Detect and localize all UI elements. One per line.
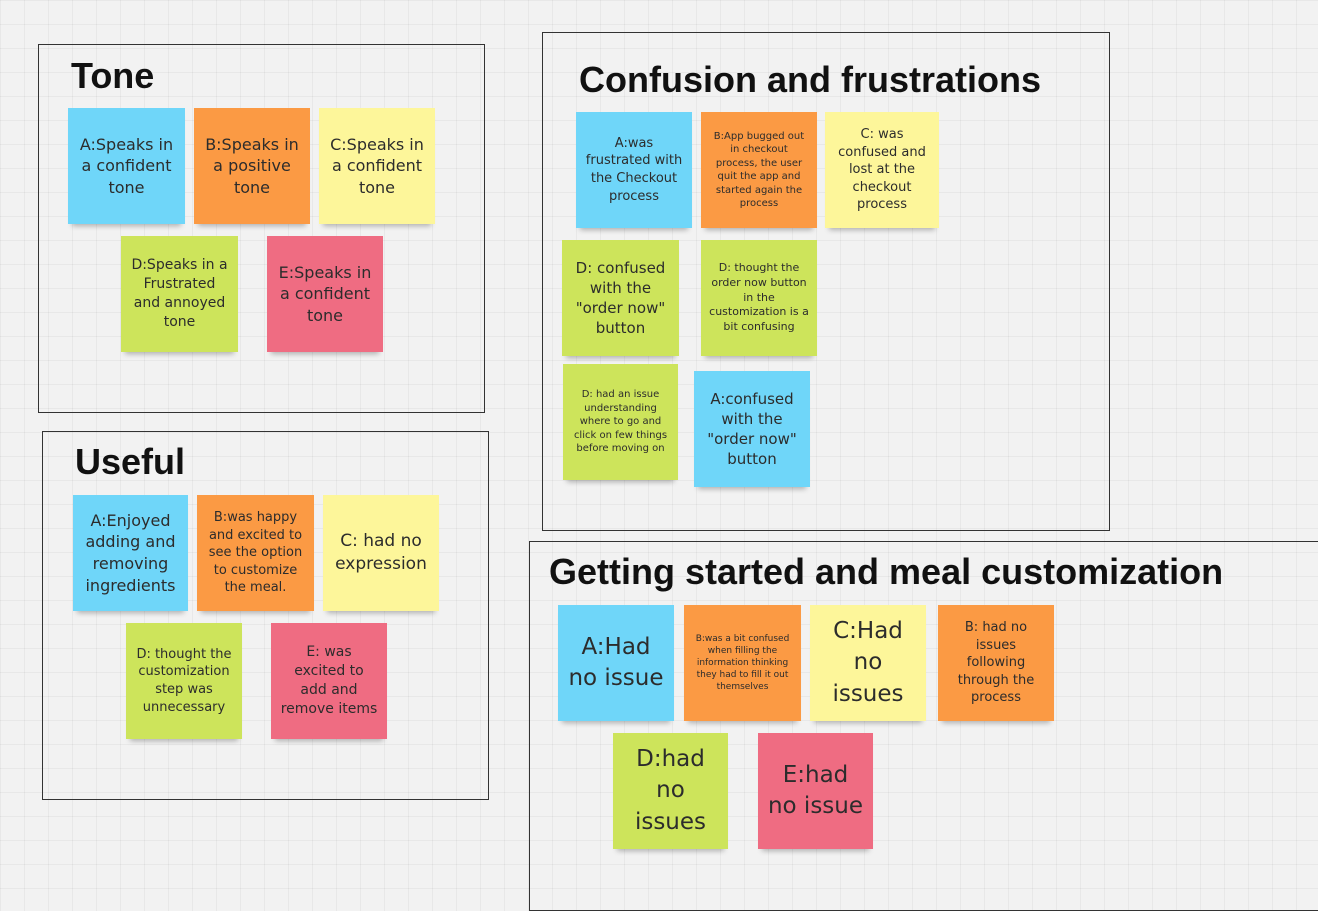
sticky-note[interactable]: A:Had no issue (558, 605, 674, 721)
sticky-note-text: D: confused with the "order now" button (575, 258, 666, 338)
sticky-note[interactable]: B:Speaks in a positive tone (194, 108, 310, 224)
frame-title-useful: Useful (75, 441, 186, 482)
sticky-note[interactable]: D: thought the customization step was un… (126, 623, 242, 739)
frame-getting-started-and-meal-customization[interactable] (529, 541, 1318, 911)
sticky-note-text: A:Speaks in a confident tone (79, 134, 174, 197)
sticky-note-text: B:was happy and excited to see the optio… (208, 510, 303, 596)
sticky-note[interactable]: A:was frustrated with the Checkout proce… (576, 112, 692, 228)
sticky-note-text: C: had no expression (335, 531, 427, 574)
frame-confusion-and-frustrations[interactable] (542, 32, 1110, 531)
sticky-note[interactable]: E: was excited to add and remove items (271, 623, 387, 739)
sticky-note-text: E:had no issue (767, 761, 864, 819)
sticky-note[interactable]: D: confused with the "order now" button (562, 240, 679, 356)
sticky-note-text: A:was frustrated with the Checkout proce… (585, 135, 683, 204)
sticky-note-text: D: thought the customization step was un… (136, 646, 232, 715)
sticky-note-text: B:was a bit confused when filling the in… (695, 633, 790, 693)
sticky-note-text: E: was excited to add and remove items (280, 644, 378, 717)
sticky-note[interactable]: D: thought the order now button in the c… (701, 240, 817, 356)
sticky-note[interactable]: C: was confused and lost at the checkout… (825, 112, 939, 228)
sticky-note[interactable]: C:Speaks in a confident tone (319, 108, 435, 224)
sticky-note-text: E:Speaks in a confident tone (278, 262, 372, 325)
sticky-note[interactable]: D:Speaks in a Frustrated and annoyed ton… (121, 236, 238, 352)
sticky-note[interactable]: E:Speaks in a confident tone (267, 236, 383, 352)
sticky-note-text: C:Speaks in a confident tone (330, 134, 424, 197)
sticky-note[interactable]: B:was a bit confused when filling the in… (684, 605, 801, 721)
sticky-note-text: C:Had no issues (832, 618, 904, 707)
sticky-note[interactable]: A:Enjoyed adding and removing ingredient… (73, 495, 188, 611)
sticky-note-text: D:had no issues (634, 746, 707, 835)
frame-tone[interactable] (38, 44, 485, 413)
sticky-note[interactable]: B:was happy and excited to see the optio… (197, 495, 314, 611)
sticky-note-text: B:App bugged out in checkout process, th… (713, 130, 805, 210)
sticky-note[interactable]: D:had no issues (613, 733, 728, 849)
sticky-note-text: C: was confused and lost at the checkout… (838, 127, 926, 213)
sticky-note-text: D: thought the order now button in the c… (709, 260, 809, 334)
frame-title-getting-started: Getting started and meal customization (549, 551, 1224, 592)
sticky-note-text: A:confused with the "order now" button (707, 389, 797, 469)
sticky-note-text: D: had an issue understanding where to g… (573, 389, 668, 455)
frame-title-tone: Tone (71, 55, 155, 96)
sticky-note-text: A:Had no issue (568, 633, 664, 691)
sticky-note[interactable]: A:confused with the "order now" button (694, 371, 810, 487)
sticky-note[interactable]: C:Had no issues (810, 605, 926, 721)
sticky-note[interactable]: A:Speaks in a confident tone (68, 108, 185, 224)
frame-title-confusion: Confusion and frustrations (579, 59, 1041, 100)
sticky-note-text: A:Enjoyed adding and removing ingredient… (85, 510, 176, 595)
sticky-note[interactable]: E:had no issue (758, 733, 873, 849)
sticky-note[interactable]: B: had no issues following through the p… (938, 605, 1054, 721)
sticky-note-text: D:Speaks in a Frustrated and annoyed ton… (131, 257, 228, 330)
sticky-note[interactable]: D: had an issue understanding where to g… (563, 364, 678, 480)
frame-useful[interactable] (42, 431, 489, 800)
sticky-note[interactable]: B:App bugged out in checkout process, th… (701, 112, 817, 228)
sticky-note-text: B:Speaks in a positive tone (205, 134, 299, 197)
sticky-note-text: B: had no issues following through the p… (957, 620, 1035, 706)
sticky-note[interactable]: C: had no expression (323, 495, 439, 611)
